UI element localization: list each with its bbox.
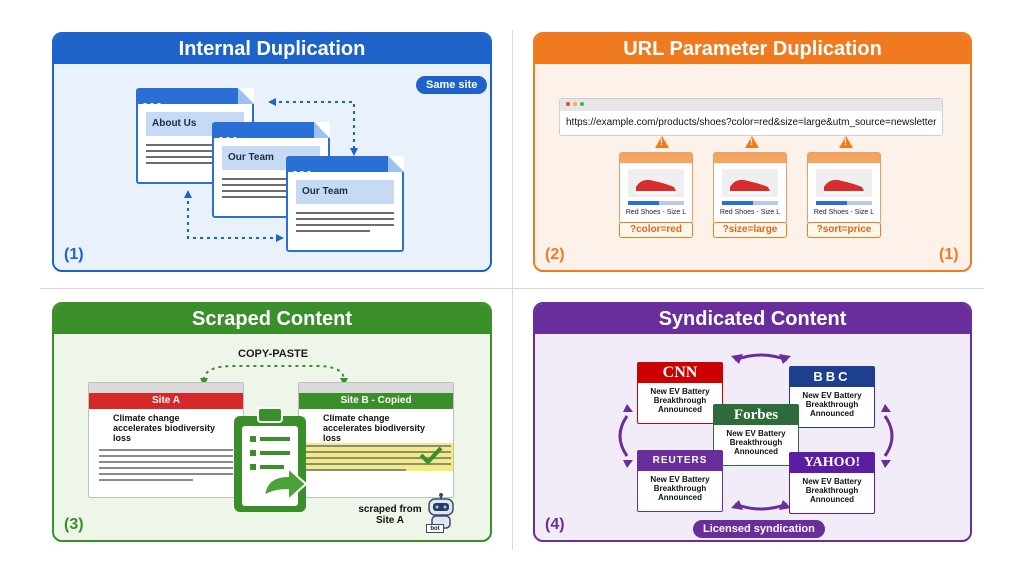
- panel-internal-duplication: Internal Duplication Same site About Us …: [52, 32, 492, 272]
- site-b-headline: Climate change accelerates biodiversity …: [323, 413, 426, 443]
- param-tag: ?color=red: [619, 222, 693, 238]
- clipboard-icon: [234, 407, 308, 512]
- product-label: Red Shoes - Size L: [813, 209, 875, 216]
- panel-url-parameter-duplication: URL Parameter Duplication https://exampl…: [533, 32, 972, 272]
- panel-number: (1): [64, 246, 84, 263]
- panel-title: URL Parameter Duplication: [535, 34, 970, 64]
- window-dot-icon: [573, 102, 577, 106]
- news-headline: New EV Battery Breakthrough Announced: [802, 477, 862, 504]
- news-card-cnn: CNN New EV Battery Breakthrough Announce…: [637, 362, 723, 424]
- site-a-headline: Climate change accelerates biodiversity …: [113, 413, 216, 443]
- panel-syndicated-content: Syndicated Content CNN New EV Battery Br…: [533, 302, 972, 542]
- fold-corner-icon: [388, 156, 404, 172]
- news-card-reuters: REUTERS New EV Battery Breakthrough Anno…: [637, 450, 723, 512]
- panel-number-right: (1): [939, 246, 959, 263]
- page-window-about: About Us: [136, 88, 254, 184]
- news-headline: New EV Battery Breakthrough Announced: [802, 391, 862, 418]
- panel-number-left: (2): [545, 246, 565, 263]
- fold-corner-icon: [238, 88, 254, 104]
- news-card-bbc: BBC New EV Battery Breakthrough Announce…: [789, 366, 875, 428]
- site-a-label: Site A: [89, 393, 243, 409]
- forbes-logo: Forbes: [714, 405, 798, 425]
- copy-paste-label: COPY-PASTE: [238, 348, 309, 360]
- news-card-yahoo: YAHOO! New EV Battery Breakthrough Annou…: [789, 452, 875, 514]
- yahoo-logo: YAHOO!: [790, 453, 874, 473]
- panel-title: Internal Duplication: [54, 34, 490, 64]
- param-tag: ?sort=price: [807, 222, 881, 238]
- same-site-badge: Same site: [416, 76, 488, 94]
- shoe-image: [722, 169, 778, 197]
- news-headline: New EV Battery Breakthrough Announced: [650, 387, 710, 414]
- product-label: Red Shoes - Size L: [625, 209, 687, 216]
- site-b-label: Site B - Copied: [299, 393, 453, 409]
- licensed-syndication-badge: Licensed syndication: [693, 520, 825, 538]
- reuters-logo: REUTERS: [638, 451, 722, 471]
- check-icon: [419, 446, 443, 465]
- url-text: https://example.com/products/shoes?color…: [566, 117, 937, 128]
- panel-scraped-content: Scraped Content COPY-PASTE Site A Climat…: [52, 302, 492, 542]
- window-dot-icon: [566, 102, 570, 106]
- site-a-card: Site A Climate change accelerates biodiv…: [88, 382, 244, 498]
- bbc-logo: BBC: [790, 367, 874, 387]
- url-bar: https://example.com/products/shoes?color…: [559, 98, 943, 136]
- product-card: Red Shoes - Size L: [713, 152, 787, 224]
- warning-icon: !: [839, 136, 853, 148]
- window-dot-icon: [580, 102, 584, 106]
- warning-icon: !: [745, 136, 759, 148]
- news-headline: New EV Battery Breakthrough Announced: [650, 475, 710, 502]
- news-headline: New EV Battery Breakthrough Announced: [726, 429, 786, 456]
- syndication-arrows: [618, 353, 894, 511]
- panel-title: Scraped Content: [54, 304, 490, 334]
- news-card-forbes: Forbes New EV Battery Breakthrough Annou…: [713, 404, 799, 466]
- panel-number: (3): [64, 516, 84, 533]
- fold-corner-icon: [314, 122, 330, 138]
- panel-number: (4): [545, 516, 565, 533]
- cnn-logo: CNN: [638, 363, 722, 383]
- panel-title: Syndicated Content: [535, 304, 970, 334]
- shoe-image: [816, 169, 872, 197]
- vertical-divider: [512, 30, 513, 550]
- product-card: Red Shoes - Size L: [807, 152, 881, 224]
- bot-tag: bot: [426, 524, 444, 533]
- shoe-image: [628, 169, 684, 197]
- product-label: Red Shoes - Size L: [719, 209, 781, 216]
- page-window-team-2: Our Team: [286, 156, 404, 252]
- scraped-note: scraped from Site A: [358, 504, 422, 526]
- horizontal-divider: [40, 288, 984, 289]
- page-heading: Our Team: [296, 180, 394, 204]
- site-b-card: Site B - Copied Climate change accelerat…: [298, 382, 454, 498]
- product-card: Red Shoes - Size L: [619, 152, 693, 224]
- param-tag: ?size=large: [713, 222, 787, 238]
- duplicate-arrows: [184, 98, 358, 242]
- warning-icon: !: [655, 136, 669, 148]
